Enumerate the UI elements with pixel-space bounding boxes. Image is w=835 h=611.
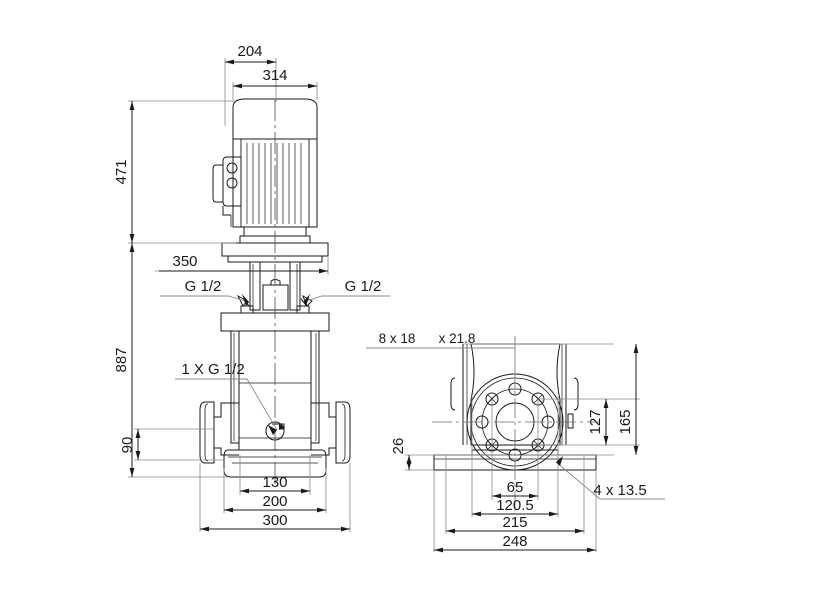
motor-top-cap	[232, 98, 318, 140]
callout-8x18-text: 8 x 18	[379, 331, 416, 346]
dim-65-text: 65	[507, 479, 524, 496]
tie-rod-right	[310, 330, 320, 444]
motor-terminal-box	[222, 156, 242, 207]
dim-300-text: 300	[262, 512, 287, 529]
dim-350-text: 350	[172, 253, 197, 270]
stool-rib-right	[573, 377, 579, 411]
dim-26-text: 26	[390, 438, 407, 455]
dim-200-text: 200	[262, 493, 287, 510]
port-left	[213, 402, 239, 456]
dim-130-text: 130	[262, 474, 287, 491]
tie-rod-left	[230, 330, 240, 444]
dim-314-text: 314	[262, 67, 287, 84]
terminal-box-foot	[222, 206, 231, 216]
callout-g12-right-text: G 1/2	[345, 278, 382, 295]
callout-x21-8-text: x 21.8	[439, 331, 476, 346]
extension-lines	[128, 58, 640, 552]
cable-gland-lower	[226, 177, 238, 189]
leader-lines	[160, 295, 665, 500]
dim-127-text: 127	[587, 409, 604, 434]
pump-head-plate	[221, 242, 329, 257]
dim-165-text: 165	[617, 409, 634, 434]
pump-head-body	[220, 312, 330, 332]
leader-arrowheads	[242, 294, 563, 466]
leader-g12-left	[160, 295, 250, 303]
flange-left	[199, 401, 215, 464]
dim-471-text: 471	[113, 159, 130, 184]
front-elevation-geometry	[199, 98, 351, 478]
pump-base-foot	[223, 449, 327, 478]
callout-1xg12-text: 1 X G 1/2	[181, 361, 244, 378]
dim-120-5-text: 120.5	[496, 497, 534, 514]
dim-90-text: 90	[119, 437, 136, 454]
leader-4x13-5	[555, 461, 665, 500]
cable-gland-upper	[226, 162, 238, 174]
dim-204-text: 204	[237, 43, 262, 60]
callout-g12-left-text: G 1/2	[185, 278, 222, 295]
shaft-seal-cap	[270, 279, 281, 286]
pump-head-plate-lower	[227, 255, 323, 263]
callout-4x13-5-text: 4 x 13.5	[593, 482, 646, 499]
port-right	[311, 402, 337, 456]
dimension-lines	[129, 59, 639, 553]
leader-g12-right	[302, 295, 390, 303]
dim-887-text: 887	[113, 347, 130, 372]
terminal-box-cover	[212, 164, 223, 203]
dim-248-text: 248	[502, 533, 527, 550]
dim-215-text: 215	[502, 514, 527, 531]
nameplate-tab	[567, 413, 574, 429]
motor-cooling-fins	[246, 143, 302, 224]
side-view-centerlines	[432, 336, 600, 512]
stool-rib-left	[450, 377, 456, 411]
leader-1xg12	[175, 378, 278, 431]
coupling-guard-left	[249, 261, 261, 311]
flange-right	[335, 401, 351, 464]
leader-8x18	[366, 347, 516, 390]
coupling-guard-right	[289, 261, 301, 311]
shaft-seal-chamber	[262, 284, 289, 311]
